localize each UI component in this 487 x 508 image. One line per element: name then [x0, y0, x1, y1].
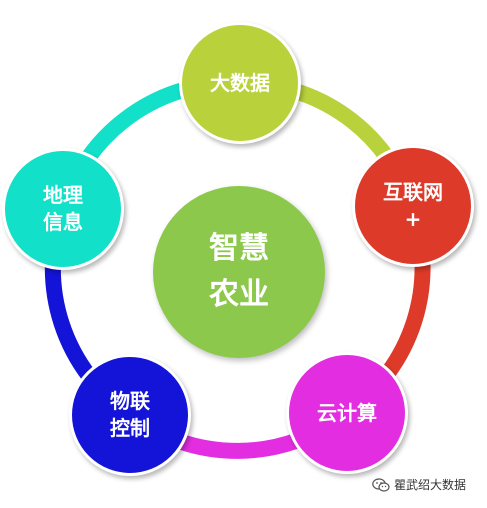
center-line-1: 智慧: [209, 230, 269, 266]
center-node-smart-agriculture: 智慧 农业: [153, 186, 325, 358]
node-iot-control-line-1: 物联: [110, 389, 150, 413]
node-iot-control: 物联 控制: [69, 354, 191, 476]
node-internet-plus-sign: +: [404, 207, 422, 231]
node-geo-information: 地理 信息: [2, 148, 124, 270]
node-cloud-computing: 云计算: [286, 352, 408, 474]
center-line-2: 农业: [209, 277, 269, 312]
wechat-icon: [372, 477, 390, 492]
node-internet-plus: 互联网 +: [352, 145, 474, 267]
watermark: 瞿武绍大数据: [372, 476, 466, 493]
node-geo-information-line-2: 信息: [43, 210, 83, 234]
node-cloud-computing-label: 云计算: [317, 400, 377, 425]
node-big-data-label: 大数据: [210, 70, 270, 95]
watermark-text: 瞿武绍大数据: [394, 478, 467, 492]
node-geo-information-line-1: 地理: [43, 183, 83, 207]
node-iot-control-line-2: 控制: [110, 416, 150, 440]
node-big-data: 大数据: [179, 22, 301, 144]
node-internet-plus-label: 互联网: [383, 180, 443, 204]
